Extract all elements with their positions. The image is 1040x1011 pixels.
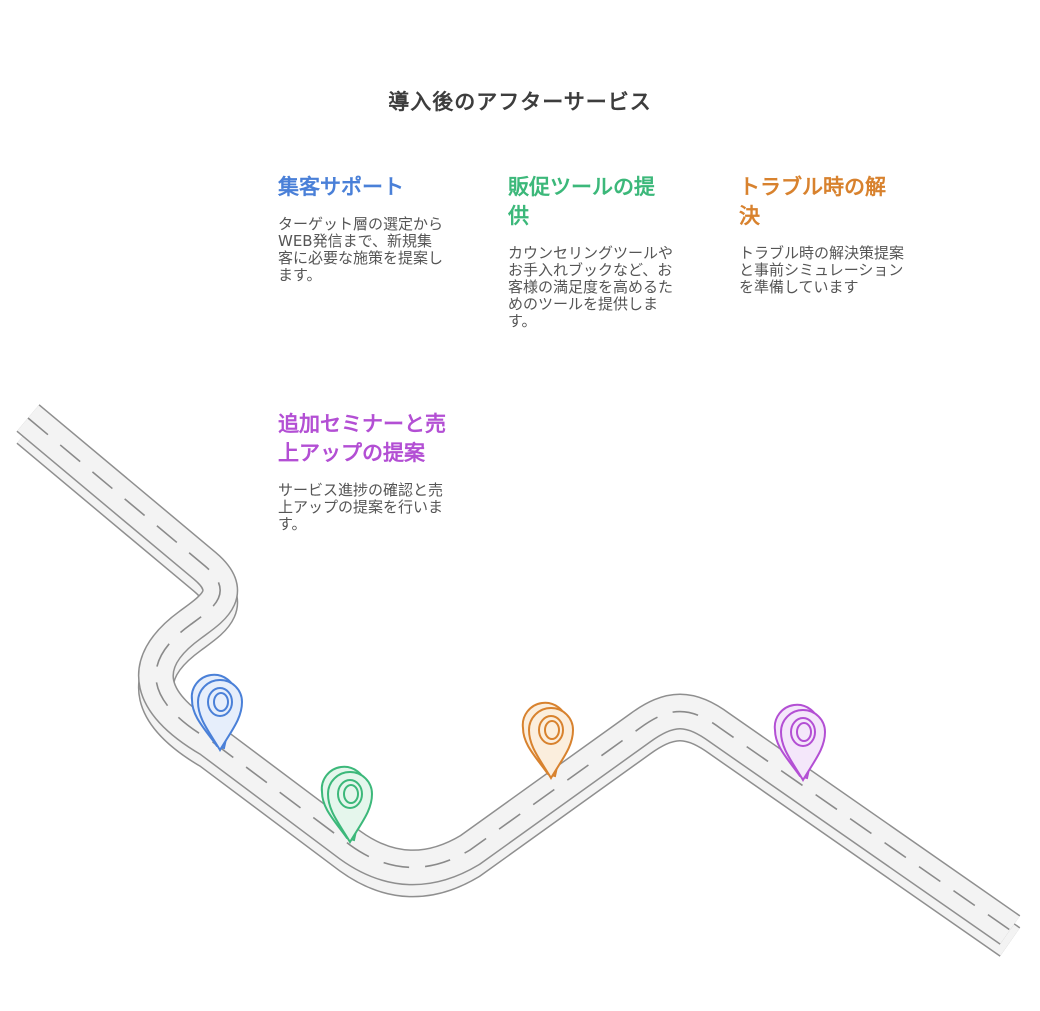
step-description: カウンセリングツールやお手入れブックなど、お客様の満足度を高めるためのツールを提…	[508, 244, 674, 330]
step-heading: 販促ツールの提供	[508, 175, 655, 228]
step-card-seminar-proposal: 追加セミナーと売上アップの提案 サービス進捗の確認と売上アップの提案を行います。	[278, 410, 450, 533]
step-heading: 追加セミナーと売上アップの提案	[278, 412, 446, 465]
road	[28, 418, 1010, 942]
location-pin-icon	[773, 703, 827, 782]
step-card-trouble-resolution: トラブル時の解決 トラブル時の解決策提案と事前シミュレーションを準備しています	[739, 173, 904, 296]
step-card-marketing-support: 集客サポート ターゲット層の選定からWEB発信まで、新規集客に必要な施策を提案し…	[278, 173, 446, 284]
location-pin-icon	[521, 701, 575, 780]
step-heading: 集客サポート	[278, 175, 404, 199]
page-title: 導入後のアフターサービス	[388, 90, 652, 114]
step-heading: トラブル時の解決	[739, 175, 886, 228]
step-description: ターゲット層の選定からWEB発信まで、新規集客に必要な施策を提案します。	[278, 215, 444, 284]
step-description: サービス進捗の確認と売上アップの提案を行います。	[278, 481, 444, 533]
location-pin-icon	[320, 765, 374, 844]
step-description: トラブル時の解決策提案と事前シミュレーションを準備しています	[739, 244, 905, 296]
step-card-promo-tools: 販促ツールの提供 カウンセリングツールやお手入れブックなど、お客様の満足度を高め…	[508, 173, 673, 330]
location-pin-icon	[190, 673, 244, 752]
